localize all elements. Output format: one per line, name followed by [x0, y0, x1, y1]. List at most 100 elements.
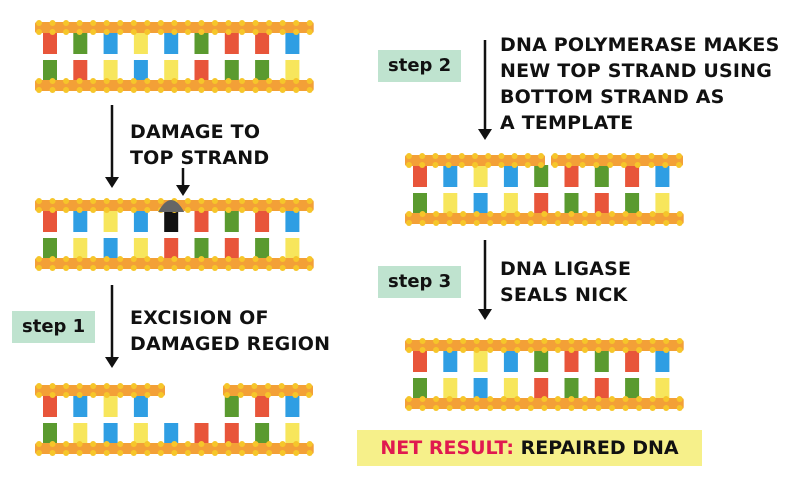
bottom-backbone-node — [473, 211, 480, 217]
top-backbone-node — [225, 198, 232, 204]
top-backbone — [405, 155, 545, 166]
top-backbone-node — [622, 347, 629, 353]
top-backbone-node — [144, 198, 151, 204]
bottom-backbone-node — [198, 450, 205, 456]
bottom-backbone-node — [649, 220, 656, 226]
bottom-backbone-node — [184, 265, 191, 271]
top-backbone-node — [663, 338, 670, 344]
bottom-backbone-node — [406, 211, 412, 217]
top-backbone-node — [676, 338, 683, 344]
top-backbone-node — [636, 338, 643, 344]
bottom-backbone-node — [446, 396, 453, 402]
bottom-backbone-node — [433, 405, 440, 411]
top-backbone-node — [552, 153, 558, 159]
arrow-excision-head — [105, 357, 119, 368]
top-backbone-node — [184, 207, 191, 213]
top-backbone-node — [76, 392, 83, 398]
bottom-backbone-node — [279, 450, 286, 456]
bottom-backbone-node — [211, 256, 218, 262]
bottom-backbone-node — [171, 450, 178, 456]
bottom-backbone-node — [76, 87, 83, 93]
top-backbone-node — [171, 20, 178, 26]
top-backbone-node — [609, 347, 616, 353]
top-backbone-node — [292, 383, 299, 389]
top-backbone-node — [487, 338, 494, 344]
top-backbone-node — [239, 207, 246, 213]
bottom-backbone-node — [171, 265, 178, 271]
bottom-backbone-node — [90, 441, 97, 447]
bottom-base-green — [413, 193, 427, 215]
bottom-backbone-node — [63, 441, 70, 447]
bottom-backbone-node — [252, 441, 259, 447]
bottom-backbone-node — [157, 256, 164, 262]
bottom-backbone-node — [306, 87, 313, 93]
bottom-backbone-node — [171, 441, 178, 447]
bottom-backbone-node — [239, 87, 246, 93]
bottom-base-green — [43, 423, 57, 445]
top-backbone-node — [157, 198, 164, 204]
bottom-backbone-node — [63, 87, 70, 93]
top-backbone-node — [552, 162, 558, 168]
top-backbone-node — [36, 20, 42, 26]
top-backbone-node — [158, 392, 164, 398]
bottom-backbone-node — [130, 450, 137, 456]
top-backbone-node — [593, 162, 600, 168]
bottom-backbone-node — [157, 87, 164, 93]
bottom-backbone-node — [636, 211, 643, 217]
bottom-base-green — [625, 193, 640, 215]
top-backbone-node — [211, 198, 218, 204]
top-backbone-node — [485, 162, 492, 168]
dna-damaged — [35, 198, 314, 271]
top-backbone-node — [76, 383, 83, 389]
top-backbone-node — [579, 162, 586, 168]
bottom-backbone-node — [446, 220, 453, 226]
top-backbone-node — [541, 338, 548, 344]
top-base-green — [594, 350, 609, 372]
top-backbone-node — [224, 383, 230, 389]
bottom-base-green — [224, 60, 239, 82]
bottom-base-yellow — [655, 378, 670, 400]
top-base-red — [255, 210, 270, 232]
net-result-banner: NET RESULT: REPAIRED DNA — [357, 430, 702, 466]
bottom-backbone-node — [266, 256, 273, 262]
top-backbone-node — [278, 392, 285, 398]
bottom-backbone-node — [130, 441, 137, 447]
top-backbone-node — [266, 198, 273, 204]
bottom-backbone-node — [49, 450, 56, 456]
top-backbone-node — [527, 338, 534, 344]
bottom-base-yellow — [133, 423, 148, 445]
top-backbone-node — [565, 153, 572, 159]
top-base-yellow — [473, 350, 488, 372]
bottom-base-blue — [133, 60, 148, 82]
bottom-backbone-node — [239, 450, 246, 456]
bottom-base-red — [194, 60, 209, 82]
bottom-backbone-node — [622, 220, 629, 226]
top-backbone-node — [184, 20, 191, 26]
bottom-base-blue — [103, 423, 118, 445]
top-backbone-node — [49, 20, 56, 26]
bottom-backbone-node — [554, 211, 561, 217]
top-backbone-node — [36, 29, 42, 35]
bottom-backbone-node — [171, 78, 178, 84]
top-backbone-node — [554, 338, 561, 344]
dna-original — [35, 20, 314, 93]
bottom-backbone-node — [433, 396, 440, 402]
top-base-red — [43, 32, 57, 54]
bottom-backbone-node — [541, 396, 548, 402]
bottom-backbone-node — [117, 265, 124, 271]
top-backbone-node — [432, 162, 439, 168]
top-backbone-node — [607, 153, 614, 159]
bottom-base-blue — [473, 193, 488, 215]
top-base-red — [564, 350, 579, 372]
bottom-backbone-node — [541, 211, 548, 217]
bottom-backbone-node — [184, 450, 191, 456]
top-backbone-node — [157, 20, 164, 26]
top-backbone-node — [158, 383, 164, 389]
bottom-base-green — [255, 60, 270, 82]
top-backbone-node — [565, 162, 572, 168]
bottom-backbone-node — [239, 256, 246, 262]
top-base-red — [194, 210, 209, 232]
bottom-backbone-node — [609, 396, 616, 402]
top-backbone-node — [419, 338, 426, 344]
